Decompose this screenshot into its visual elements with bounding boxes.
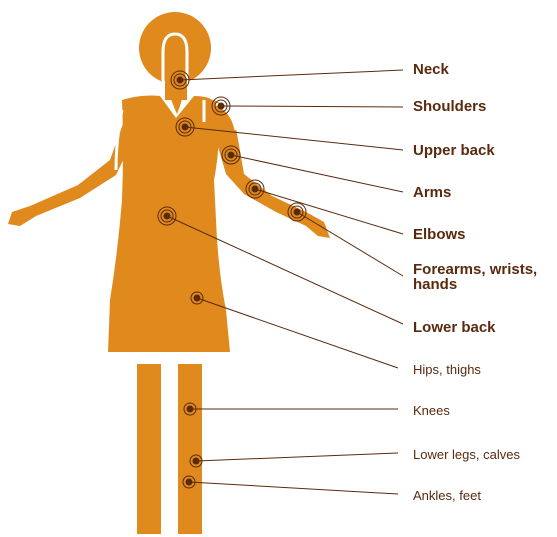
elbows-marker (246, 180, 264, 198)
label-arms: Arms (413, 185, 451, 200)
shoulders-marker (212, 97, 230, 115)
label-forearms-wrists-hands: Forearms, wrists, hands (413, 262, 557, 292)
label-lower-legs-calves: Lower legs, calves (413, 447, 520, 462)
label-neck: Neck (413, 62, 449, 77)
torso-dress-shape (108, 96, 230, 353)
forearms-marker (288, 203, 306, 221)
upper-back-marker (176, 118, 194, 136)
shoulders-leader (221, 106, 403, 107)
label-shoulders: Shoulders (413, 99, 486, 114)
left-arm-shape (8, 110, 128, 226)
lower-legs-leader (196, 453, 398, 461)
right-leg-shape (178, 364, 202, 534)
forearms-leader (297, 212, 403, 276)
label-ankles-feet: Ankles, feet (413, 488, 481, 503)
arms-marker (222, 146, 240, 164)
label-hips-thighs: Hips, thighs (413, 362, 481, 377)
label-knees: Knees (413, 403, 450, 418)
left-leg-shape (137, 364, 161, 534)
neck-shape (165, 78, 187, 100)
neck-leader (180, 70, 403, 80)
label-elbows: Elbows (413, 227, 466, 242)
label-upper-back: Upper back (413, 143, 495, 158)
neck-marker (171, 71, 189, 89)
label-lower-back: Lower back (413, 320, 496, 335)
left-hand-highlight (20, 200, 34, 206)
right-arm-shape (214, 100, 330, 238)
ankles-leader (189, 482, 398, 494)
lower-back-marker (158, 207, 176, 225)
